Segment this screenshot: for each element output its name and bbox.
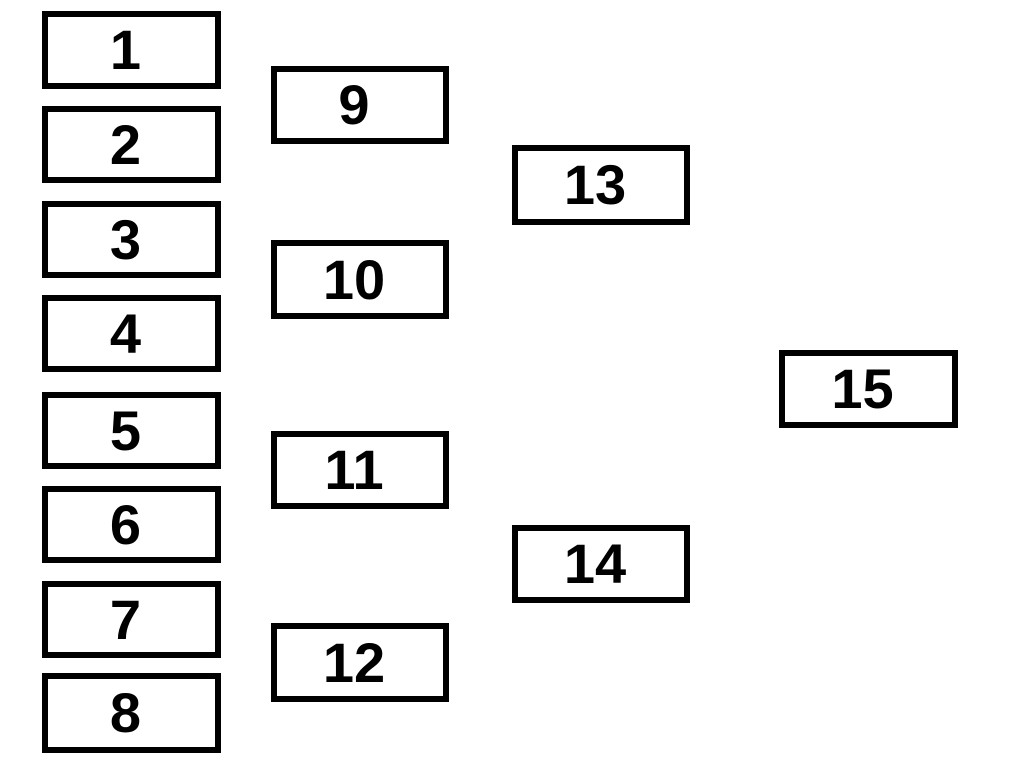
- bracket-box-13[interactable]: 13: [512, 145, 690, 225]
- box-label: 5: [109, 398, 142, 462]
- box-label: 3: [109, 207, 142, 271]
- bracket-box-2[interactable]: 2: [42, 106, 221, 183]
- box-label: 13: [563, 153, 627, 216]
- box-label: 6: [109, 492, 142, 556]
- bracket-box-3[interactable]: 3: [42, 201, 221, 278]
- box-label: 9: [338, 73, 370, 136]
- bracket-box-14[interactable]: 14: [512, 525, 690, 603]
- bracket-box-11[interactable]: 11: [271, 431, 449, 509]
- bracket-box-7[interactable]: 7: [42, 581, 221, 658]
- box-label: 12: [322, 630, 386, 694]
- bracket-box-10[interactable]: 10: [271, 240, 449, 319]
- bracket-box-8[interactable]: 8: [42, 673, 221, 753]
- bracket-box-12[interactable]: 12: [271, 623, 449, 702]
- bracket-box-9[interactable]: 9: [271, 66, 449, 144]
- box-label: 2: [109, 112, 142, 176]
- box-label: 1: [109, 18, 142, 81]
- box-label: 11: [324, 438, 384, 501]
- bracket-box-6[interactable]: 6: [42, 486, 221, 563]
- box-label: 4: [109, 301, 142, 365]
- box-label: 10: [322, 247, 386, 311]
- box-label: 7: [109, 587, 142, 651]
- bracket-box-4[interactable]: 4: [42, 295, 221, 372]
- bracket-box-1[interactable]: 1: [42, 11, 221, 89]
- bracket-box-15[interactable]: 15: [779, 350, 958, 428]
- box-label: 15: [831, 357, 894, 420]
- bracket-box-5[interactable]: 5: [42, 392, 221, 469]
- box-label: 14: [563, 532, 627, 595]
- box-label: 8: [109, 681, 142, 744]
